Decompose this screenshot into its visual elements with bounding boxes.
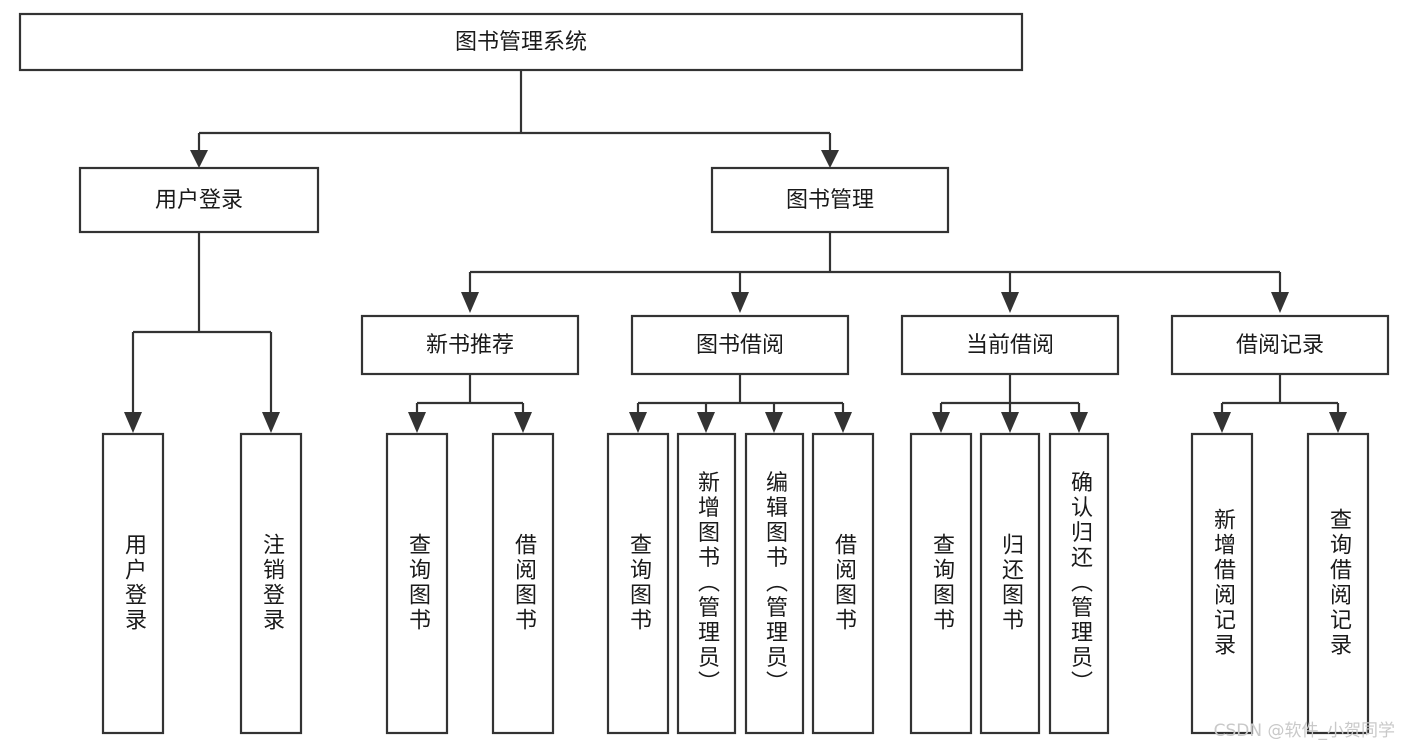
arrow-to-query-record bbox=[1329, 412, 1347, 433]
node-label-records: 借阅记录 bbox=[1236, 333, 1324, 358]
node-label-root: 图书管理系统 bbox=[455, 30, 587, 55]
node-leaf-borrow-book-2[interactable]: 借阅图书 bbox=[811, 432, 875, 735]
node-box-leaf-user-logout[interactable] bbox=[239, 432, 303, 735]
arrow-to-borrow bbox=[731, 292, 749, 313]
node-box-leaf-borrow-book-1[interactable] bbox=[491, 432, 555, 735]
node-leaf-return-book[interactable]: 归还图书 bbox=[979, 432, 1041, 735]
node-box-leaf-borrow-book-2[interactable] bbox=[811, 432, 875, 735]
arrow-to-add-record bbox=[1213, 412, 1231, 433]
node-box-newbook[interactable] bbox=[360, 314, 580, 376]
node-box-login[interactable] bbox=[78, 166, 320, 234]
node-label-leaf-user-login: 用户登录 bbox=[121, 533, 147, 633]
arrow-to-query-book-3 bbox=[932, 412, 950, 433]
node-label-leaf-add-record: 新增借阅记录 bbox=[1210, 508, 1236, 658]
node-box-leaf-query-book-1[interactable] bbox=[385, 432, 449, 735]
arrow-to-borrow-book-2 bbox=[834, 412, 852, 433]
arrow-to-user-login bbox=[124, 412, 142, 433]
node-box-leaf-add-book[interactable] bbox=[676, 432, 737, 735]
arrow-to-edit-book bbox=[765, 412, 783, 433]
node-leaf-query-book-3[interactable]: 查询图书 bbox=[909, 432, 973, 735]
node-label-leaf-query-book-1: 查询图书 bbox=[405, 533, 431, 633]
node-leaf-confirm-return[interactable]: 确认归还（管理员） bbox=[1048, 432, 1110, 735]
node-label-leaf-borrow-book-1: 借阅图书 bbox=[511, 533, 537, 633]
node-label-leaf-query-record: 查询借阅记录 bbox=[1326, 508, 1352, 658]
arrow-to-records bbox=[1271, 292, 1289, 313]
node-root[interactable]: 图书管理系统 bbox=[18, 12, 1024, 72]
node-box-leaf-edit-book[interactable] bbox=[744, 432, 805, 735]
node-label-login: 用户登录 bbox=[155, 188, 243, 213]
node-label-leaf-query-book-2: 查询图书 bbox=[626, 533, 652, 633]
node-current[interactable]: 当前借阅 bbox=[900, 314, 1120, 376]
arrow-to-login bbox=[190, 150, 208, 168]
node-label-leaf-confirm-return: 确认归还（管理员） bbox=[1067, 471, 1093, 696]
node-label-borrow: 图书借阅 bbox=[696, 333, 784, 358]
node-leaf-user-logout[interactable]: 注销登录 bbox=[239, 432, 303, 735]
arrow-to-borrow-book-1 bbox=[514, 412, 532, 433]
node-label-leaf-query-book-3: 查询图书 bbox=[929, 533, 955, 633]
node-leaf-add-record[interactable]: 新增借阅记录 bbox=[1190, 432, 1254, 735]
node-leaf-edit-book[interactable]: 编辑图书（管理员） bbox=[744, 432, 805, 735]
node-box-leaf-confirm-return[interactable] bbox=[1048, 432, 1110, 735]
node-records[interactable]: 借阅记录 bbox=[1170, 314, 1390, 376]
node-borrow[interactable]: 图书借阅 bbox=[630, 314, 850, 376]
node-label-leaf-return-book: 归还图书 bbox=[998, 533, 1024, 633]
csdn-watermark: CSDN @软件_小贺同学 bbox=[1213, 721, 1395, 741]
node-label-leaf-user-logout: 注销登录 bbox=[259, 533, 285, 633]
node-label-bookmgmt: 图书管理 bbox=[786, 188, 874, 213]
node-box-leaf-query-book-2[interactable] bbox=[606, 432, 670, 735]
arrow-to-newbook bbox=[461, 292, 479, 313]
node-label-leaf-add-book: 新增图书（管理员） bbox=[694, 471, 720, 696]
node-leaf-borrow-book-1[interactable]: 借阅图书 bbox=[491, 432, 555, 735]
node-newbook[interactable]: 新书推荐 bbox=[360, 314, 580, 376]
arrow-to-return-book bbox=[1001, 412, 1019, 433]
connector-layer bbox=[124, 70, 1347, 433]
arrow-to-user-logout bbox=[262, 412, 280, 433]
node-login[interactable]: 用户登录 bbox=[78, 166, 320, 234]
node-box-records[interactable] bbox=[1170, 314, 1390, 376]
arrow-to-confirm-return bbox=[1070, 412, 1088, 433]
node-leaf-query-book-2[interactable]: 查询图书 bbox=[606, 432, 670, 735]
node-box-leaf-query-book-3[interactable] bbox=[909, 432, 973, 735]
arrow-to-current bbox=[1001, 292, 1019, 313]
node-bookmgmt[interactable]: 图书管理 bbox=[710, 166, 950, 234]
node-leaf-query-record[interactable]: 查询借阅记录 bbox=[1306, 432, 1370, 735]
node-box-leaf-user-login[interactable] bbox=[101, 432, 165, 735]
node-box-leaf-return-book[interactable] bbox=[979, 432, 1041, 735]
arrow-to-bookmgmt bbox=[821, 150, 839, 168]
arrow-to-add-book bbox=[697, 412, 715, 433]
node-box-root[interactable] bbox=[18, 12, 1024, 72]
arrow-to-query-book-2 bbox=[629, 412, 647, 433]
node-box-leaf-query-record[interactable] bbox=[1306, 432, 1370, 735]
node-label-newbook: 新书推荐 bbox=[426, 333, 514, 358]
node-box-borrow[interactable] bbox=[630, 314, 850, 376]
node-box-current[interactable] bbox=[900, 314, 1120, 376]
arrow-to-query-book-1 bbox=[408, 412, 426, 433]
node-leaf-query-book-1[interactable]: 查询图书 bbox=[385, 432, 449, 735]
node-box-bookmgmt[interactable] bbox=[710, 166, 950, 234]
node-label-leaf-borrow-book-2: 借阅图书 bbox=[831, 533, 857, 633]
node-label-leaf-edit-book: 编辑图书（管理员） bbox=[762, 471, 788, 696]
node-leaf-add-book[interactable]: 新增图书（管理员） bbox=[676, 432, 737, 735]
node-box-leaf-add-record[interactable] bbox=[1190, 432, 1254, 735]
node-leaf-user-login[interactable]: 用户登录 bbox=[101, 432, 165, 735]
node-label-current: 当前借阅 bbox=[966, 333, 1054, 358]
